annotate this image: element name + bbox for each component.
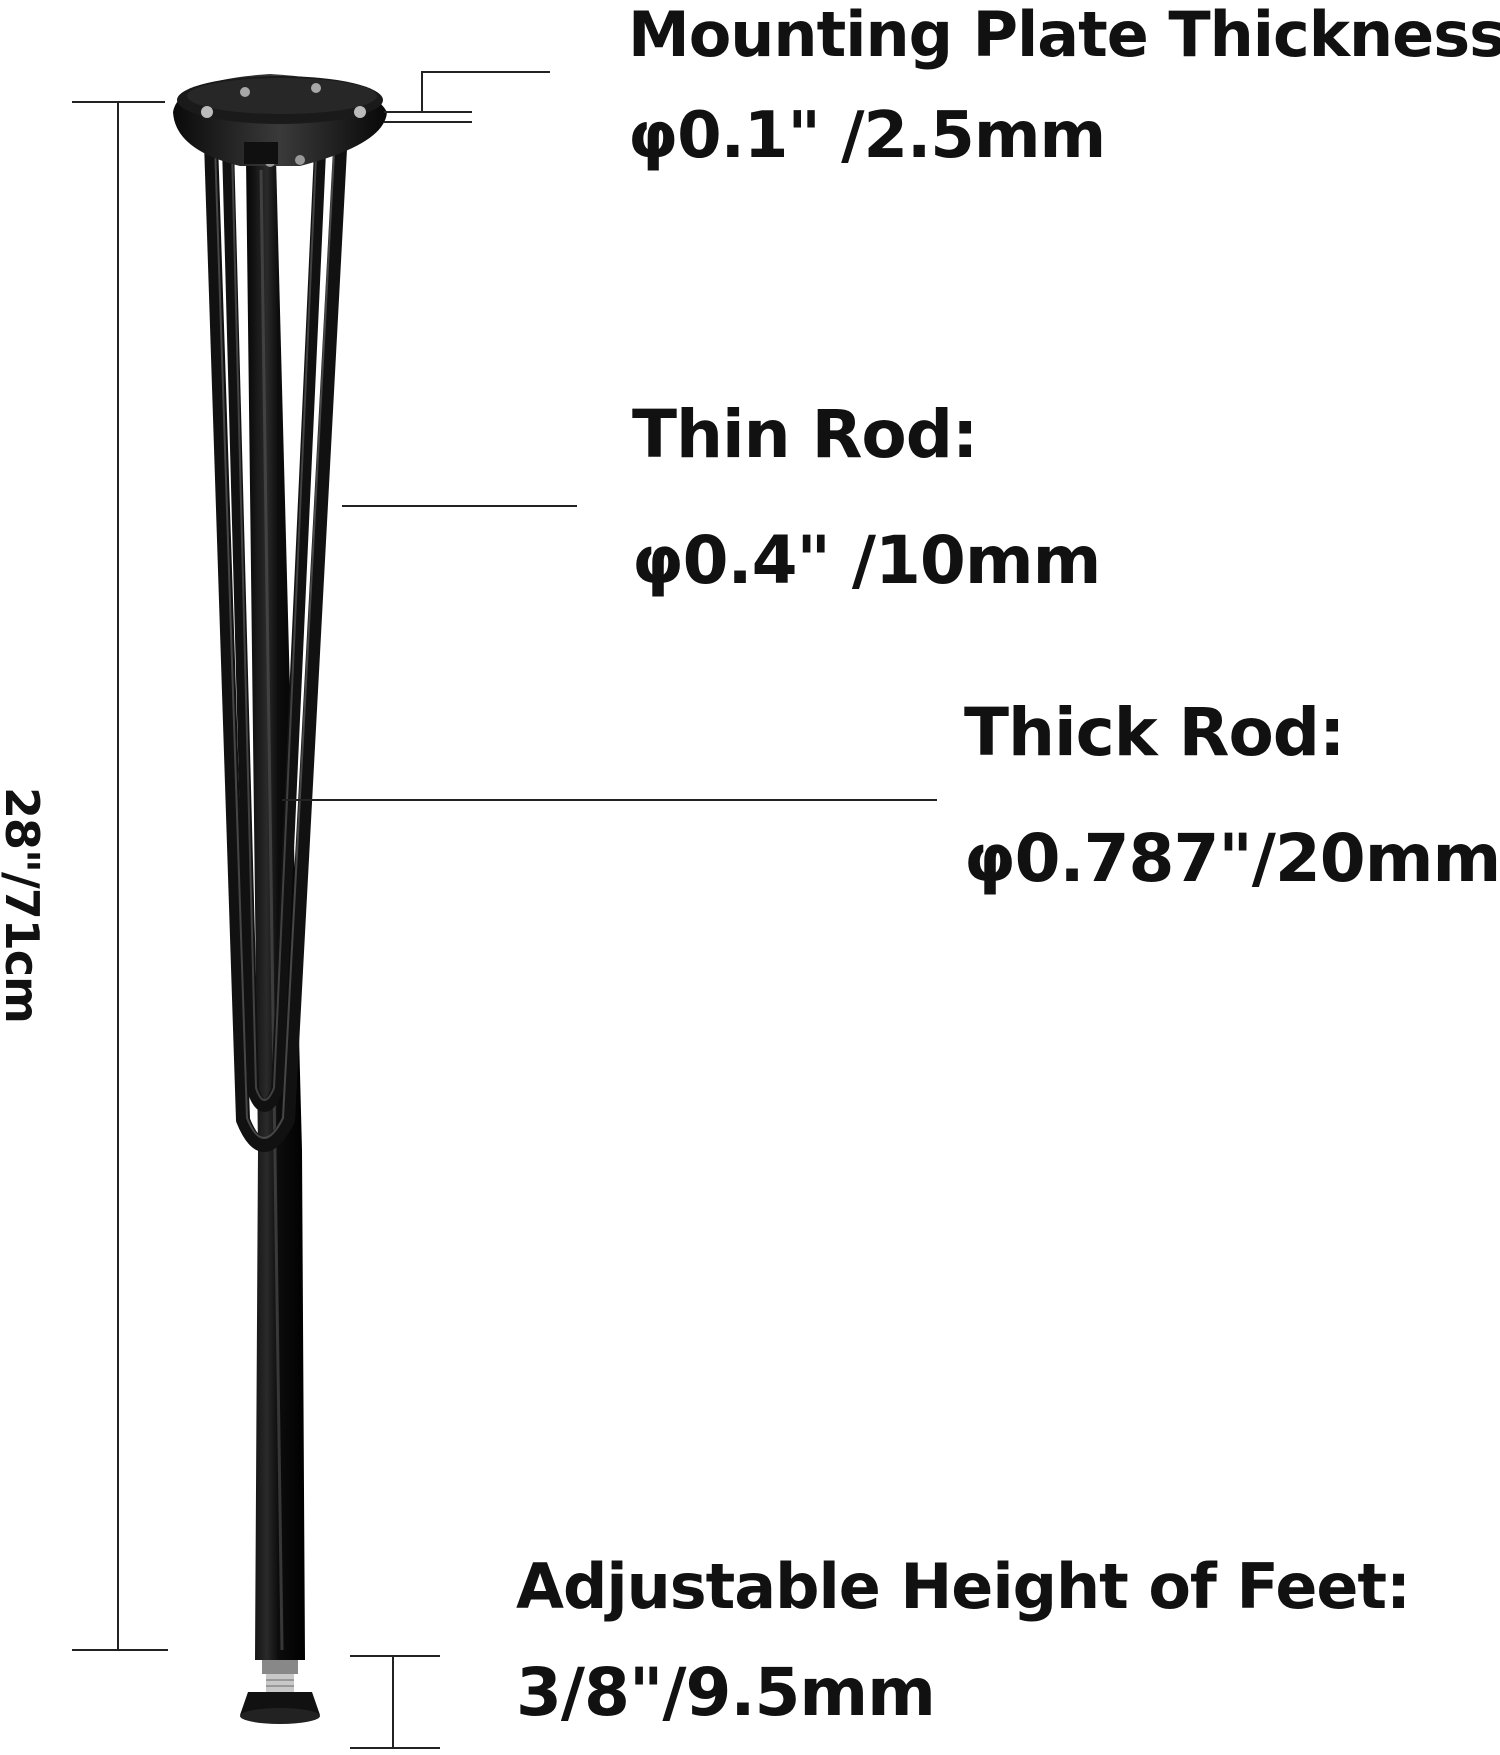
thin-rod-outer bbox=[203, 111, 349, 1152]
total-height-dimension-line bbox=[72, 101, 168, 1651]
thin-rod-outer-highlight bbox=[213, 114, 337, 1139]
mounting-plate-title: Mounting Plate Thickness: bbox=[628, 0, 1500, 71]
thin-rod-inner-highlight bbox=[230, 111, 319, 1101]
adjustable-foot bbox=[240, 1660, 320, 1724]
thick-rod-title: Thick Rod: bbox=[964, 694, 1345, 771]
total-height-label: 28"/71cm bbox=[0, 787, 49, 1023]
thin-rod-value: φ0.4" /10mm bbox=[632, 522, 1101, 599]
mounting-plate-value: φ0.1" /2.5mm bbox=[628, 99, 1106, 173]
thin-rod-title: Thin Rod: bbox=[632, 396, 978, 473]
thin-rod-inner bbox=[221, 107, 328, 1112]
feet-value: 3/8"/9.5mm bbox=[516, 1654, 936, 1731]
mounting-plate-leader bbox=[384, 71, 550, 123]
feet-height-dimension-line bbox=[350, 1655, 440, 1749]
thick-rod-value: φ0.787"/20mm bbox=[964, 820, 1500, 897]
mounting-plate bbox=[173, 74, 387, 167]
feet-title: Adjustable Height of Feet: bbox=[516, 1550, 1411, 1623]
thick-rod-highlight bbox=[259, 169, 284, 1651]
thick-rod bbox=[246, 158, 305, 1660]
